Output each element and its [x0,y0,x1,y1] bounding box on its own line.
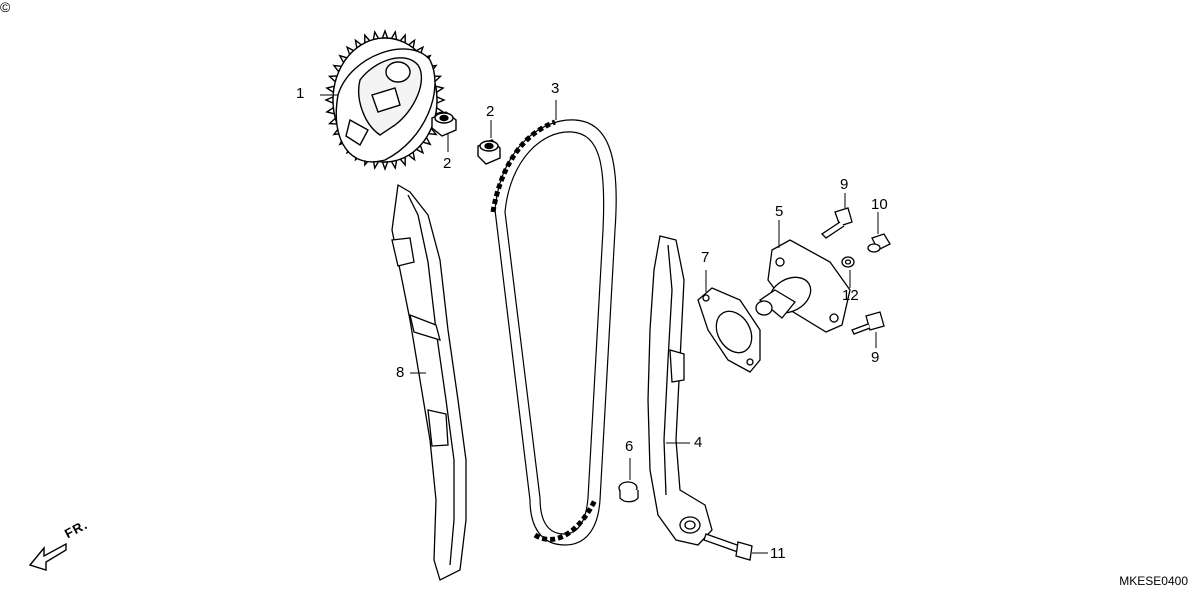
tensioner-lifter [755,239,851,333]
callout-8[interactable]: 8 [396,364,405,381]
cam-chain-guide [391,183,467,581]
cam-chain [490,119,617,546]
sprocket-tooth [324,95,334,105]
callout-2-bottom[interactable]: 2 [443,155,452,172]
lifter-bolt-upper [820,207,853,239]
leader-lines [320,94,879,554]
callout-5[interactable]: 5 [775,203,784,220]
callout-11[interactable]: 11 [770,545,786,562]
callout-7[interactable]: 7 [701,249,710,266]
pivot-bolt [703,533,753,561]
sprocket-tooth [381,161,389,172]
callout-12[interactable]: 12 [842,287,859,304]
sealing-bolt [867,233,891,253]
pivot-collar [618,481,639,503]
cam-sprocket [324,28,446,172]
diagram-code: MKESE0400 [1119,574,1188,588]
callout-9-bottom[interactable]: 9 [871,349,880,366]
callout-9-top[interactable]: 9 [840,176,849,193]
sprocket-bolt-b [477,139,501,165]
callout-4[interactable]: 4 [694,434,703,451]
sprocket-tooth [436,95,446,105]
front-direction-arrow [28,542,67,571]
callout-3[interactable]: 3 [551,80,560,97]
callout-10[interactable]: 10 [871,196,888,213]
copyright-mark: © [0,0,11,15]
callout-1[interactable]: 1 [296,85,305,102]
chain-tensioner-arm [647,235,713,546]
sealing-washer [841,256,855,268]
sprocket-bolt-a [431,111,457,137]
sprocket-tooth [381,28,389,39]
callout-6[interactable]: 6 [625,438,634,455]
lifter-bolt-lower [851,311,885,335]
tensioner-gasket [697,287,761,373]
callout-2-top[interactable]: 2 [486,103,495,120]
